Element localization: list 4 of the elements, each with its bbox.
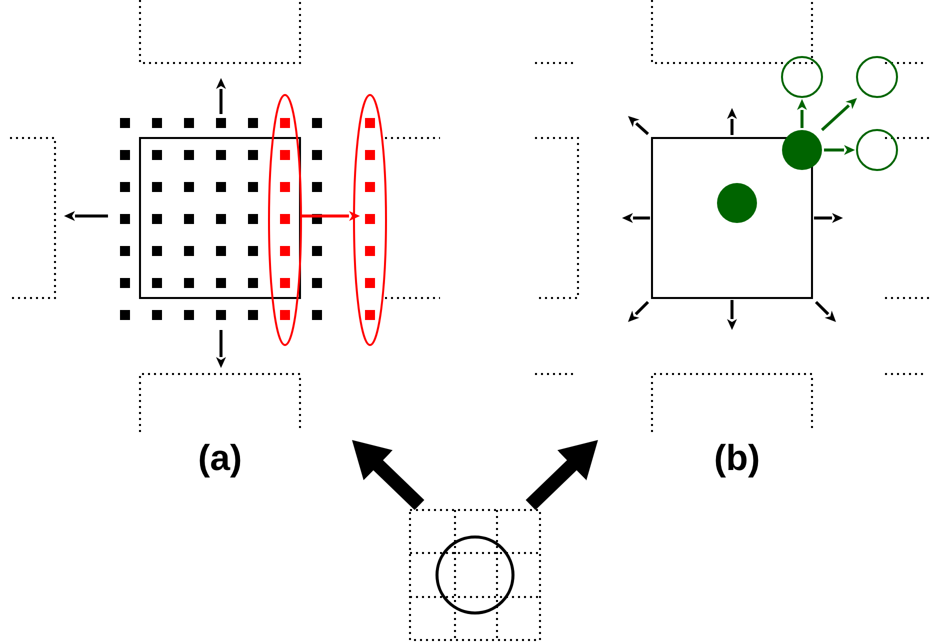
arrow bbox=[352, 440, 424, 510]
panel-label: (b) bbox=[713, 437, 761, 479]
arrow bbox=[526, 440, 598, 510]
panel-label: (a) bbox=[197, 437, 243, 479]
